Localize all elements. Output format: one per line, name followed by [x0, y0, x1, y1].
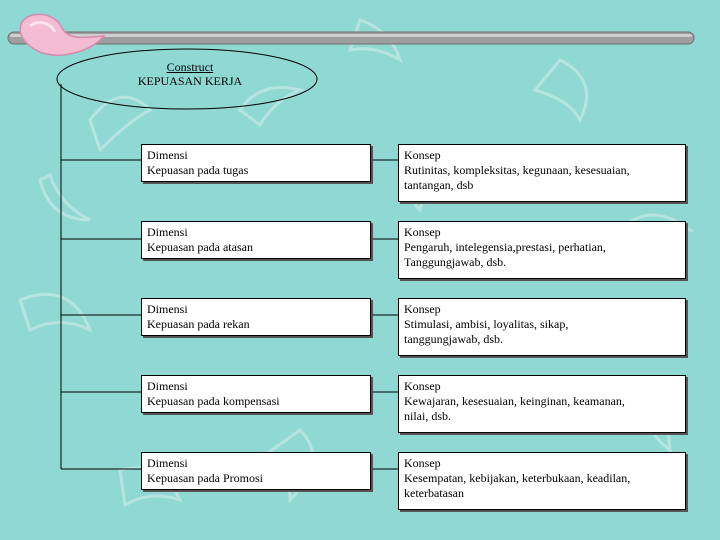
construct-ellipse [56, 48, 318, 110]
concept-text: Stimulasi, ambisi, loyalitas, sikap, [404, 317, 569, 331]
dimension-box: Dimensi Kepuasan pada atasan [141, 221, 371, 259]
concept-box: Konsep Stimulasi, ambisi, loyalitas, sik… [398, 298, 686, 356]
concept-text: keterbatasan [404, 486, 464, 500]
concept-text: Pengaruh, intelegensia,prestasi, perhati… [404, 240, 606, 254]
dimension-box: Dimensi Kepuasan pada kompensasi [141, 375, 371, 413]
dimension-name: Kepuasan pada atasan [147, 240, 253, 254]
concept-text: tanggungjawab, dsb. [404, 332, 503, 346]
dimension-label: Dimensi [147, 302, 188, 316]
concept-label: Konsep [404, 456, 441, 470]
dimension-name: Kepuasan pada Promosi [147, 471, 263, 485]
dimension-box: Dimensi Kepuasan pada tugas [141, 144, 371, 182]
boomerang-logo [19, 13, 106, 56]
concept-label: Konsep [404, 225, 441, 239]
concept-label: Konsep [404, 379, 441, 393]
concept-text: Rutinitas, kompleksitas, kegunaan, keses… [404, 163, 630, 177]
concept-text: tantangan, dsb [404, 178, 474, 192]
concept-box: Konsep Rutinitas, kompleksitas, kegunaan… [398, 144, 686, 202]
concept-box: Konsep Pengaruh, intelegensia,prestasi, … [398, 221, 686, 279]
connector-lines [371, 159, 398, 470]
top-bar [7, 31, 695, 45]
concept-label: Konsep [404, 148, 441, 162]
dimension-label: Dimensi [147, 456, 188, 470]
concept-label: Konsep [404, 302, 441, 316]
dimension-box: Dimensi Kepuasan pada rekan [141, 298, 371, 336]
construct-title: KEPUASAN KERJA [137, 74, 243, 88]
concept-text: Kewajaran, kesesuaian, keinginan, keaman… [404, 394, 625, 408]
construct-heading: Construct [166, 60, 214, 74]
branch-lines [61, 159, 141, 470]
concept-text: Tanggungjawab, dsb. [404, 255, 507, 269]
dimension-name: Kepuasan pada rekan [147, 317, 250, 331]
construct-label: Construct KEPUASAN KERJA [120, 60, 260, 88]
dimension-box: Dimensi Kepuasan pada Promosi [141, 452, 371, 490]
dimension-label: Dimensi [147, 148, 188, 162]
dimension-label: Dimensi [147, 379, 188, 393]
dimension-label: Dimensi [147, 225, 188, 239]
dimension-name: Kepuasan pada tugas [147, 163, 249, 177]
concept-text: nilai, dsb. [404, 409, 451, 423]
dimension-name: Kepuasan pada kompensasi [147, 394, 280, 408]
concept-text: Kesempatan, kebijakan, keterbukaan, kead… [404, 471, 631, 485]
concept-box: Konsep Kesempatan, kebijakan, keterbukaa… [398, 452, 686, 510]
concept-box: Konsep Kewajaran, kesesuaian, keinginan,… [398, 375, 686, 433]
